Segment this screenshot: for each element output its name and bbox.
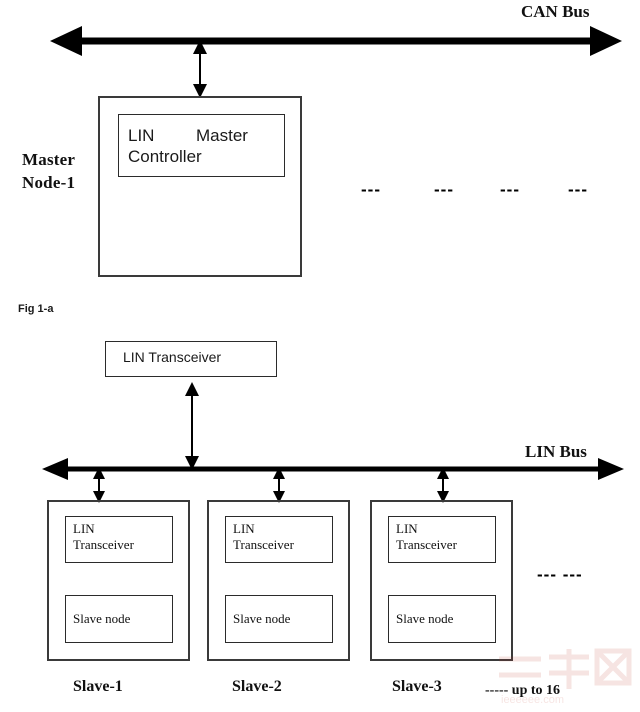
slave-1-node-label: Slave node xyxy=(73,611,131,626)
upper-dots-3: --- xyxy=(500,180,520,199)
master-node-box xyxy=(98,96,302,277)
slave-2-node-box xyxy=(225,595,333,643)
controller-label-master: Master xyxy=(196,126,248,145)
slave-1-node-box xyxy=(65,595,173,643)
lin-bus-to-slave-2-arrow xyxy=(273,467,285,503)
slave-3-box xyxy=(370,500,513,661)
figure-caption: Fig 1-a xyxy=(18,303,54,315)
slave-2-box xyxy=(207,500,350,661)
upper-dots-4: --- xyxy=(568,180,588,199)
master-node-label: Master Node-1 xyxy=(22,150,76,192)
slave-1-transceiver-label: LIN Transceiver xyxy=(73,521,134,552)
lin-bus-label: LIN Bus xyxy=(525,442,587,461)
lin-master-controller-box xyxy=(118,114,285,177)
transceiver-to-lin-bus-arrow xyxy=(185,382,199,470)
can-to-master-arrow xyxy=(193,40,207,98)
master-lin-transceiver-box xyxy=(105,341,277,377)
slave-3-caption: Slave-3 xyxy=(392,678,442,695)
can-bus-arrow xyxy=(50,26,622,56)
upper-dots-2: --- xyxy=(434,180,454,199)
slave-2-node-label: Slave node xyxy=(233,611,291,626)
slave-2-caption: Slave-2 xyxy=(232,678,282,695)
upper-dots-1: --- xyxy=(361,180,381,199)
slave-3-transceiver-box xyxy=(388,516,496,563)
controller-label-controller: Controller xyxy=(128,147,202,166)
slave-3-node-label: Slave node xyxy=(396,611,454,626)
slave-3-transceiver-label: LIN Transceiver xyxy=(396,521,457,552)
lower-dots: --- --- xyxy=(537,565,583,584)
scale-note: ----- up to 16 xyxy=(485,683,561,698)
can-bus-label: CAN Bus xyxy=(521,2,590,21)
slave-3-node-box xyxy=(388,595,496,643)
slave-2-transceiver-label: LIN Transceiver xyxy=(233,521,294,552)
master-lin-transceiver-label: LIN Transceiver xyxy=(123,349,222,365)
controller-label-lin: LIN xyxy=(128,126,155,145)
lin-master-controller-label: LIN Master Controller xyxy=(128,125,278,167)
slave-2-transceiver-box xyxy=(225,516,333,563)
lin-bus-to-slave-1-arrow xyxy=(93,467,105,503)
slave-1-transceiver-box xyxy=(65,516,173,563)
slave-1-box xyxy=(47,500,190,661)
slave-1-caption: Slave-1 xyxy=(73,678,123,695)
lin-bus-to-slave-3-arrow xyxy=(437,467,449,503)
lin-bus-arrow xyxy=(42,458,624,480)
